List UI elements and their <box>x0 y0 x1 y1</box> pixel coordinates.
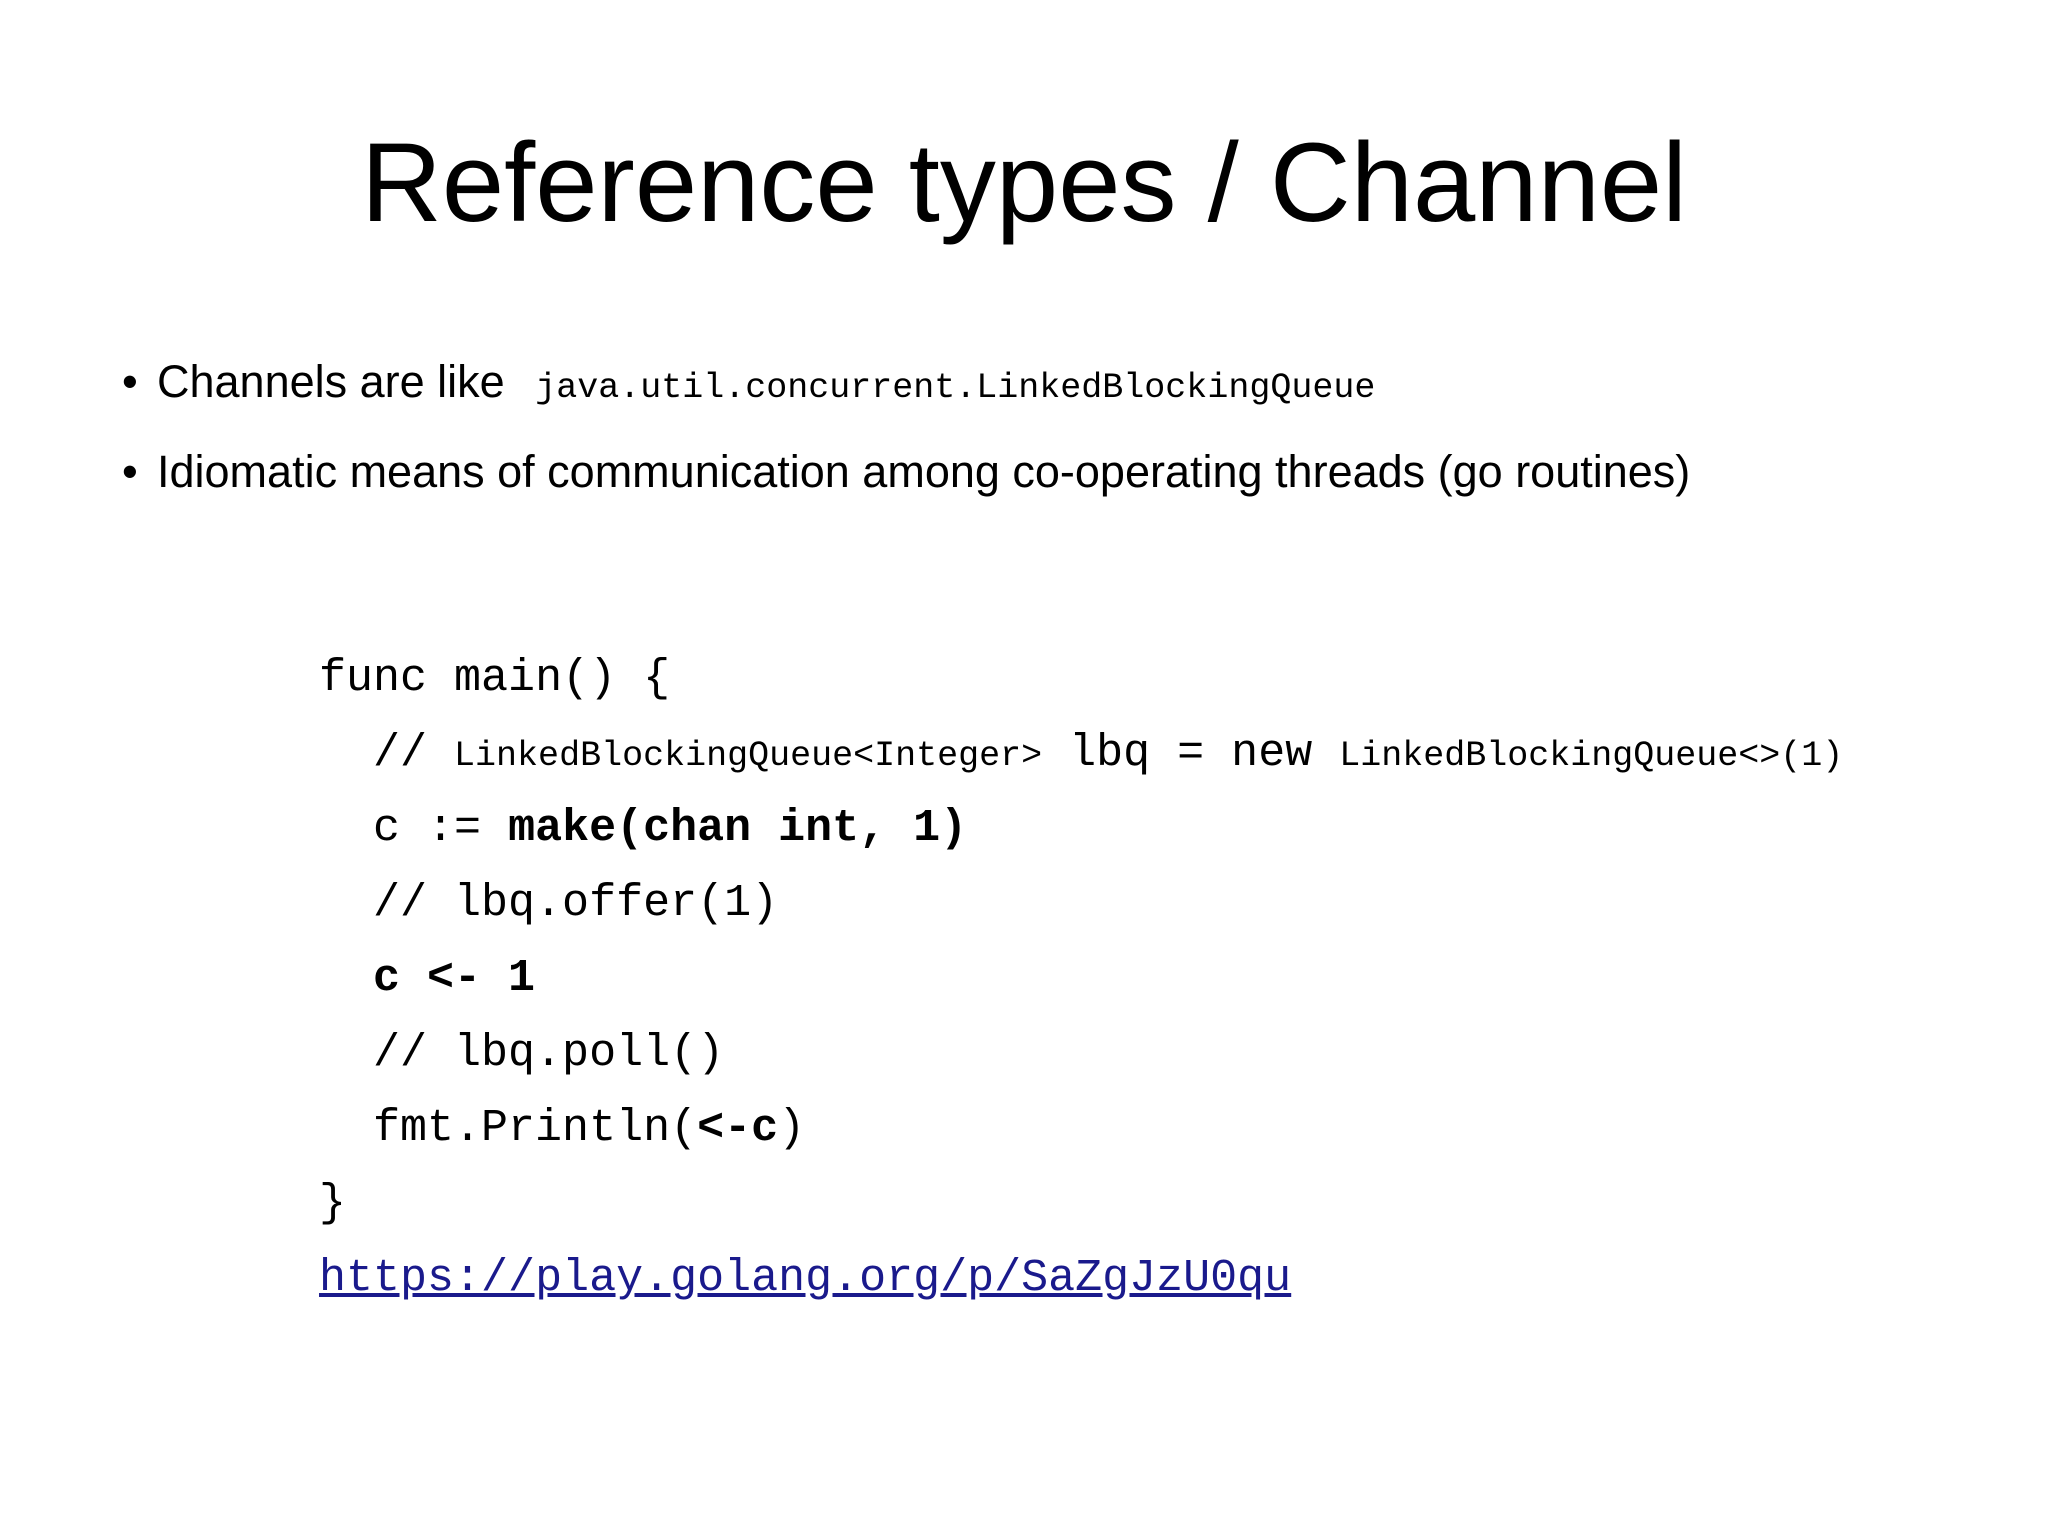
code-segment: ) <box>778 1103 806 1154</box>
slide-title: Reference types / Channel <box>360 120 1688 245</box>
bullet-icon: • <box>122 356 138 407</box>
code-segment-bold: make(chan int, 1) <box>508 803 968 854</box>
code-line-println: fmt.Println(<-c) <box>157 1016 1843 1154</box>
code-block: func main() { // LinkedBlockingQueue<Int… <box>157 566 1843 1304</box>
bullet-item-channels: • Channels are like java.util.concurrent… <box>122 354 1690 416</box>
code-segment-small: LinkedBlockingQueue<Integer> <box>454 736 1043 776</box>
code-segment: // <box>373 728 455 779</box>
code-line-comment-poll: // lbq.poll() <box>157 941 1843 1079</box>
code-segment: // lbq.offer(1) <box>373 878 779 929</box>
code-line-link: https://play.golang.org/p/SaZgJzU0qu <box>157 1166 1843 1304</box>
code-line-comment-lbq-decl: // LinkedBlockingQueue<Integer> lbq = ne… <box>157 641 1843 779</box>
code-segment: fmt.Println( <box>373 1103 698 1154</box>
bullet-item-idiomatic: • Idiomatic means of communication among… <box>122 444 1690 500</box>
code-segment-bold: <-c <box>697 1103 779 1154</box>
code-segment: func main() { <box>319 653 671 704</box>
code-line-comment-offer: // lbq.offer(1) <box>157 791 1843 929</box>
code-segment: c := <box>373 803 509 854</box>
code-segment-bold: c <- 1 <box>373 953 536 1004</box>
code-line-send: c <- 1 <box>157 866 1843 1004</box>
bullet-list: • Channels are like java.util.concurrent… <box>122 354 1690 528</box>
bullet-text: Idiomatic means of communication among c… <box>157 446 1691 497</box>
code-segment: } <box>319 1178 347 1229</box>
code-segment: // lbq.poll() <box>373 1028 725 1079</box>
bullet-text: Channels are like <box>157 356 518 407</box>
bullet-icon: • <box>122 446 138 497</box>
code-segment: lbq = new <box>1042 728 1340 779</box>
code-line-make-chan: c := make(chan int, 1) <box>157 716 1843 854</box>
code-segment-small: LinkedBlockingQueue<>(1) <box>1339 736 1844 776</box>
code-line-func-main: func main() { <box>157 566 1843 704</box>
code-line-closing-brace: } <box>157 1091 1843 1229</box>
bullet-mono-classname: java.util.concurrent.LinkedBlockingQueue <box>535 368 1376 408</box>
golang-playground-link[interactable]: https://play.golang.org/p/SaZgJzU0qu <box>319 1253 1292 1304</box>
